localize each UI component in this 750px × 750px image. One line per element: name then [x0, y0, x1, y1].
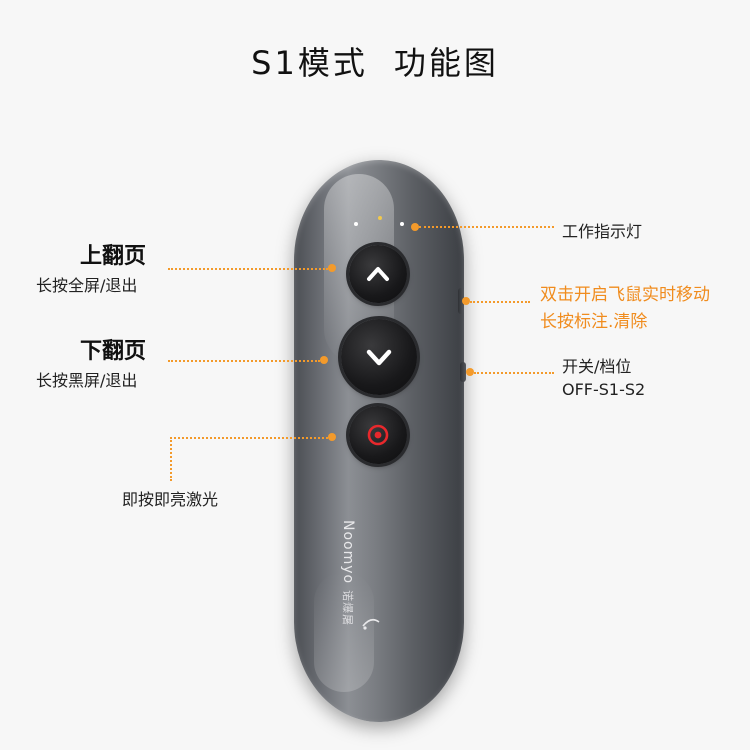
label-side-line1: 双击开启飞鼠实时移动	[540, 285, 710, 305]
brand-chinese: 诺爆屠	[341, 590, 354, 627]
label-laser: 即按即亮激光	[122, 490, 219, 509]
indicator-led-2	[378, 216, 382, 220]
callout-line-page-up	[168, 268, 328, 270]
power-mode-switch[interactable]	[460, 362, 466, 382]
laser-button[interactable]	[349, 406, 407, 464]
brand-logo: Noomyo 诺爆屠	[336, 520, 360, 670]
chevron-up-icon	[367, 267, 389, 281]
callout-dot-switch	[466, 368, 474, 376]
brand-swoosh-icon	[362, 618, 380, 630]
callout-dot-page-down	[320, 356, 328, 364]
callout-line-laser-v	[170, 437, 172, 481]
label-page-down-title: 下翻页	[80, 339, 147, 364]
label-indicator: 工作指示灯	[562, 222, 643, 241]
callout-line-indicator	[419, 226, 554, 228]
side-mouse-button[interactable]	[458, 288, 464, 314]
indicator-led-3	[400, 222, 404, 226]
indicator-led-1	[354, 222, 358, 226]
page-up-button[interactable]	[349, 245, 407, 303]
page-down-button[interactable]	[341, 319, 417, 395]
callout-dot-indicator	[411, 223, 419, 231]
label-page-down-desc: 长按黑屏/退出	[36, 371, 138, 390]
chevron-down-icon	[366, 349, 392, 366]
callout-dot-side	[462, 297, 470, 305]
title-function: 功能图	[393, 44, 499, 82]
laser-icon	[367, 424, 389, 446]
label-switch-line1: 开关/档位	[562, 357, 632, 376]
page-title: S1模式功能图	[0, 38, 750, 84]
label-switch-line2: OFF-S1-S2	[562, 380, 646, 399]
title-mode: S1模式	[251, 44, 368, 82]
callout-line-side	[470, 301, 530, 303]
callout-dot-laser	[328, 433, 336, 441]
callout-dot-page-up	[328, 264, 336, 272]
brand-latin: Noomyo	[340, 520, 356, 585]
label-page-up-title: 上翻页	[80, 244, 147, 269]
label-page-up-desc: 长按全屏/退出	[36, 276, 138, 295]
callout-line-laser-h	[170, 437, 328, 439]
callout-line-switch	[474, 372, 554, 374]
callout-line-page-down	[168, 360, 320, 362]
label-side-line2: 长按标注.清除	[540, 312, 648, 332]
